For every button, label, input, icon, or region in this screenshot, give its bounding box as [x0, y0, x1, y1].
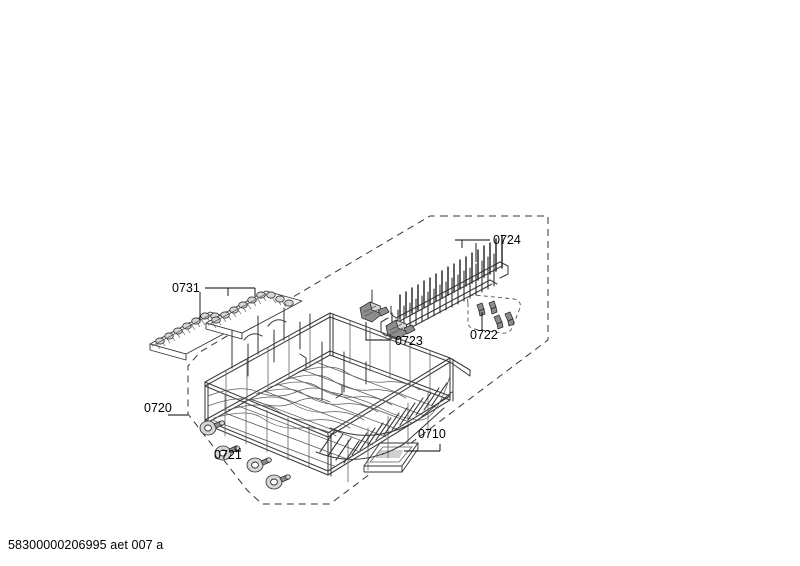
label-0720: 0720 [144, 401, 172, 415]
part-0724-tine-row [365, 235, 509, 341]
part-0721-roller-wheels [199, 420, 291, 490]
label-0722: 0722 [470, 328, 498, 342]
part-0720-lower-basket [204, 307, 471, 483]
label-0723: 0723 [395, 334, 423, 348]
label-0731: 0731 [172, 281, 200, 295]
part-0731-tine-strips [149, 287, 303, 361]
label-layer: 0731 0724 0723 0722 0720 0721 0710 [144, 233, 521, 462]
part-0710-trim-strip [363, 442, 441, 473]
label-0710: 0710 [418, 427, 446, 441]
label-0724: 0724 [493, 233, 521, 247]
label-0721: 0721 [214, 448, 242, 462]
diagram-caption: 58300000206995 aet 007 a [8, 538, 164, 552]
part-0722-fastener-group [467, 294, 521, 334]
part-0723-hinge-clips [359, 301, 416, 341]
